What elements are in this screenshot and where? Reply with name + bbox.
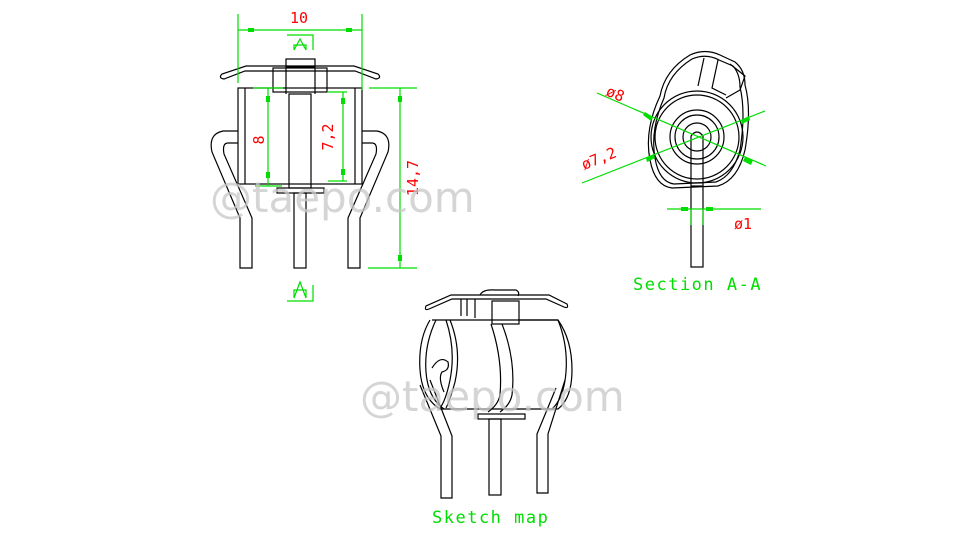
sketch-view: Sketch map bbox=[419, 289, 573, 528]
center-pin bbox=[293, 192, 307, 269]
top-cap bbox=[285, 58, 316, 68]
sketch-left-lead bbox=[419, 379, 453, 499]
left-lead bbox=[210, 130, 253, 269]
dim-inner-height-7-2: 7,2 bbox=[319, 123, 337, 150]
section-caption: Section A-A bbox=[633, 275, 762, 295]
dim-outer-diameter: ø8 bbox=[603, 82, 627, 106]
watermark-bottom: @taepo.com bbox=[360, 372, 625, 421]
section-pin-lead bbox=[690, 185, 704, 268]
front-view: 10 A 8 7,2 14,7 A bbox=[210, 9, 422, 302]
right-lead bbox=[347, 130, 390, 269]
outer-circle bbox=[650, 90, 744, 184]
dim-width-10: 10 bbox=[290, 9, 308, 27]
sketch-top-clip bbox=[424, 294, 569, 311]
dim-inner-diameter: ø7,2 bbox=[579, 143, 619, 173]
sketch-body bbox=[432, 319, 573, 410]
gdt-body bbox=[237, 87, 363, 185]
sketch-clip-block bbox=[491, 300, 520, 325]
dim-overall-height-14-7: 14,7 bbox=[404, 160, 422, 196]
clip-block bbox=[272, 67, 328, 93]
dim-body-height-8: 8 bbox=[250, 135, 268, 144]
sketch-center-pin bbox=[488, 418, 502, 496]
sketch-right-lead bbox=[536, 379, 566, 494]
watermark-top: @taepo.com bbox=[210, 173, 475, 222]
top-clip bbox=[219, 65, 381, 80]
dim-pin-diameter: ø1 bbox=[734, 215, 752, 233]
section-view: ø8 ø7,2 ø1 Section A-A bbox=[579, 50, 767, 295]
sketch-caption: Sketch map bbox=[432, 508, 549, 528]
